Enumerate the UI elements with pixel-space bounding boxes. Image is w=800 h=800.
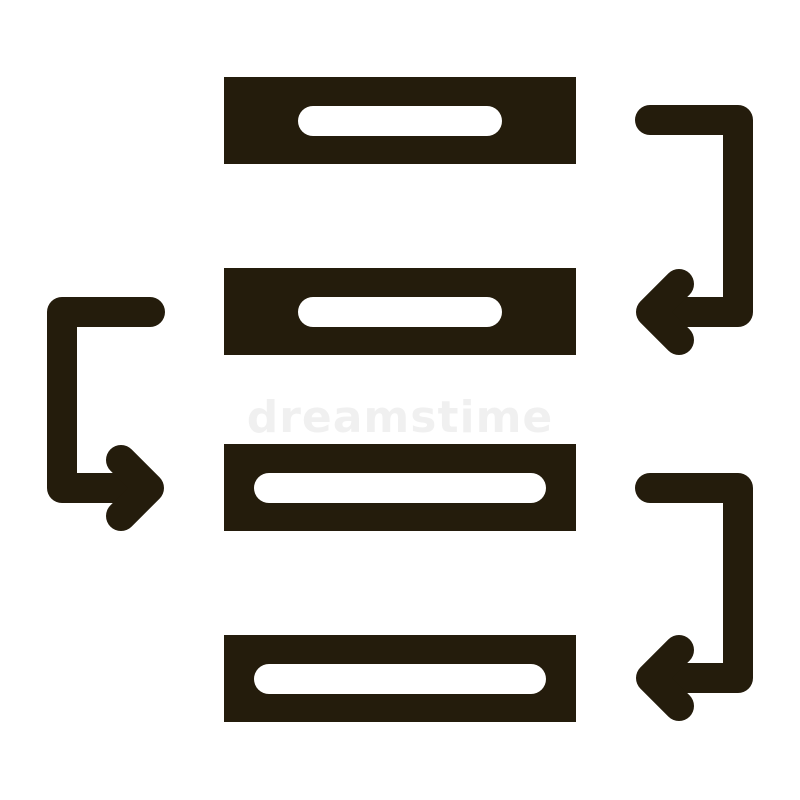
flow-block-1 xyxy=(224,77,576,164)
block-1-slot xyxy=(298,106,502,136)
arrow-2-to-3-head xyxy=(106,445,164,531)
arrow-3-to-4-head xyxy=(636,635,694,721)
arrow-1-to-2-line xyxy=(635,105,753,327)
flow-block-2 xyxy=(224,268,576,355)
block-3-slot xyxy=(254,473,546,503)
block-4-slot xyxy=(254,664,546,694)
arrow-3-to-4-line xyxy=(635,473,753,693)
arrow-3-to-4 xyxy=(635,473,753,721)
block-2-slot xyxy=(298,297,502,327)
arrow-1-to-2-head xyxy=(636,269,694,355)
arrow-2-to-3 xyxy=(47,297,165,531)
flow-block-4 xyxy=(224,635,576,722)
arrow-1-to-2 xyxy=(635,105,753,355)
arrow-2-to-3-line xyxy=(47,297,165,503)
flow-block-3 xyxy=(224,444,576,531)
